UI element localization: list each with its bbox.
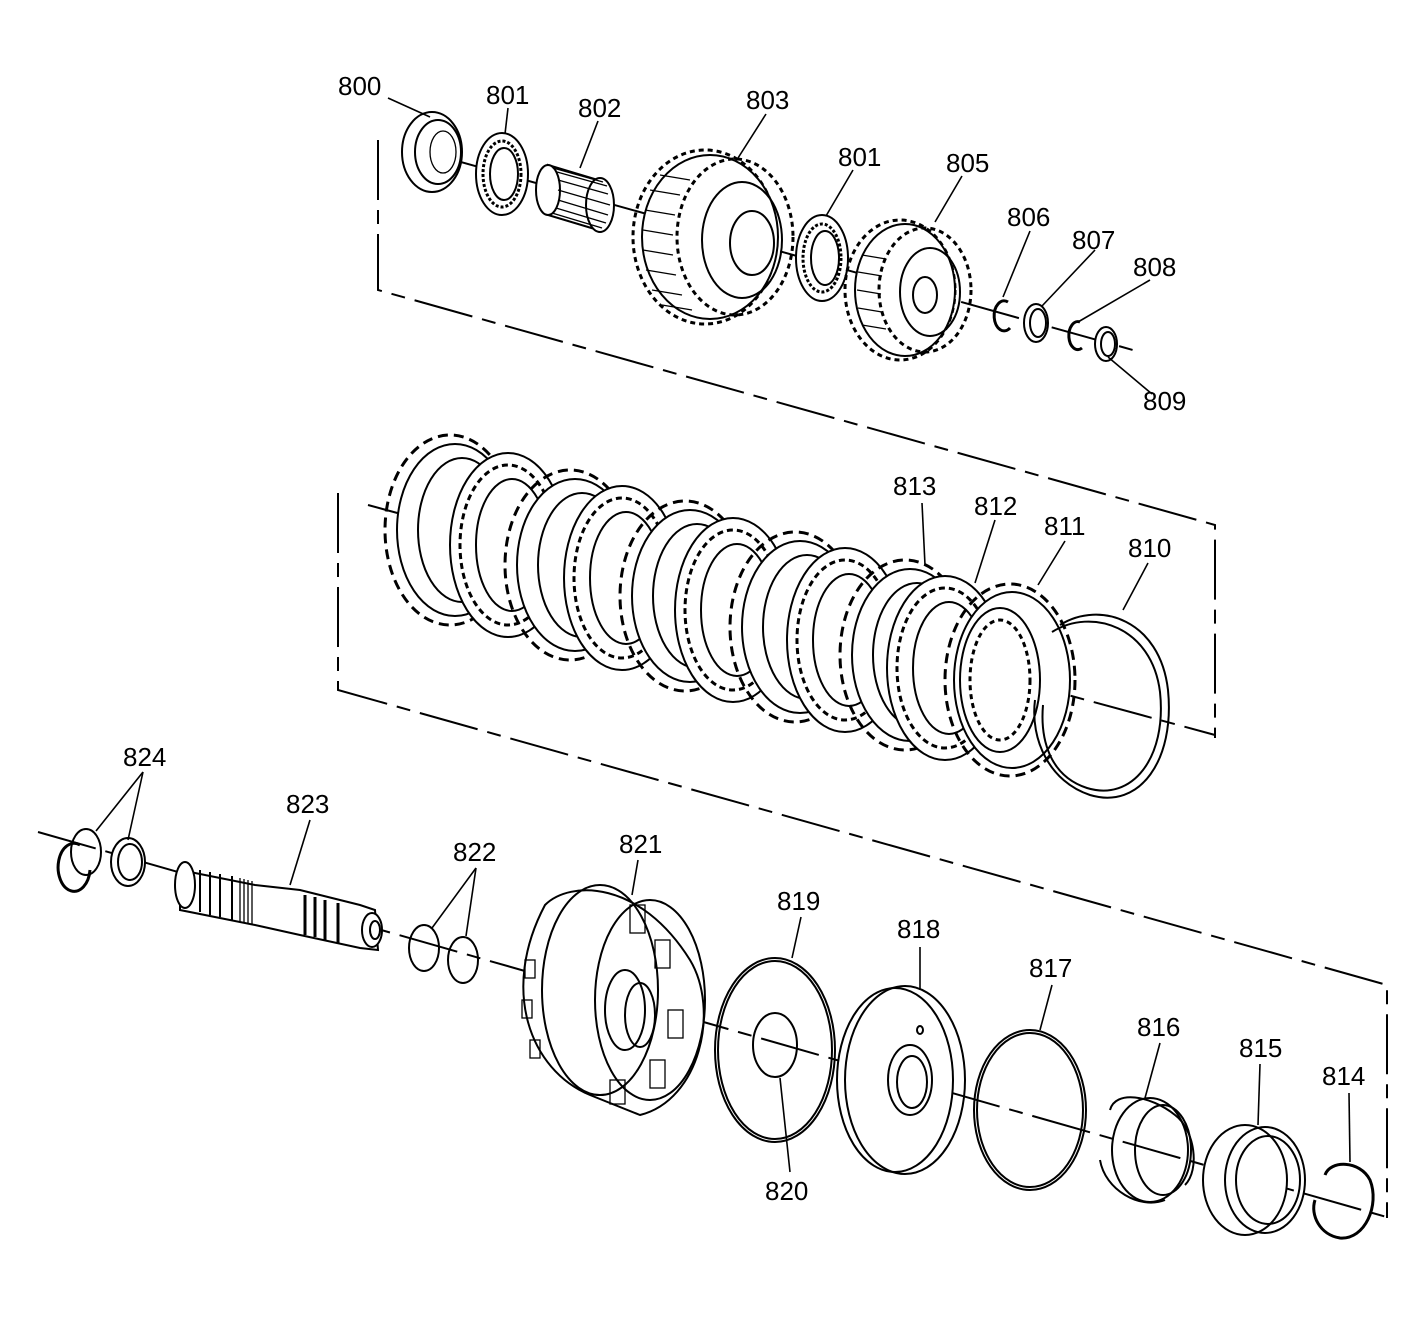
callout-812: 812 — [974, 491, 1017, 521]
callout-807: 807 — [1072, 225, 1115, 255]
callout-813: 813 — [893, 471, 936, 501]
part-822-washers — [408, 924, 479, 984]
callout-808: 808 — [1133, 252, 1176, 282]
part-801-thrust-washer — [475, 132, 529, 216]
callout-811: 811 — [1044, 511, 1085, 541]
part-800-seal — [401, 111, 463, 193]
part-816-spring — [1099, 1096, 1195, 1204]
leader-lines — [95, 97, 1351, 1173]
callout-802: 802 — [578, 93, 621, 123]
callout-822: 822 — [453, 837, 496, 867]
callout-801: 801 — [486, 80, 529, 110]
part-801-thrust-washer-2 — [795, 214, 849, 302]
callout-803: 803 — [746, 85, 789, 115]
callout-801-second: 801 — [838, 142, 881, 172]
callout-820: 820 — [765, 1176, 808, 1206]
part-805-helical-gear — [843, 218, 973, 362]
callout-824: 824 — [123, 742, 166, 772]
part-821-clutch-housing — [521, 884, 706, 1117]
callout-815: 815 — [1239, 1033, 1282, 1063]
part-802-needle-bearing — [535, 163, 615, 233]
part-818-piston — [836, 985, 966, 1175]
callout-800: 800 — [338, 71, 381, 101]
part-820-seal — [752, 1012, 798, 1078]
part-814-snap-ring — [1312, 1162, 1375, 1240]
part-819-disk — [714, 957, 836, 1143]
callout-810: 810 — [1128, 533, 1171, 563]
part-811-backing-plate — [943, 582, 1077, 778]
part-807-ring — [1023, 303, 1049, 343]
callout-809: 809 — [1143, 386, 1186, 416]
callout-818: 818 — [897, 914, 940, 944]
part-817-ring — [973, 1029, 1087, 1191]
part-803-helical-gear — [631, 148, 795, 326]
callout-labels: 800 801 802 803 801 805 806 807 808 809 … — [123, 71, 1365, 1206]
callout-806: 806 — [1007, 202, 1050, 232]
callout-819: 819 — [777, 886, 820, 916]
clutch-pack — [383, 433, 1170, 799]
callout-814: 814 — [1322, 1061, 1365, 1091]
frame-lines — [337, 140, 1388, 1218]
part-809-ring — [1094, 326, 1118, 362]
callout-805: 805 — [946, 148, 989, 178]
part-806-snap-ring — [992, 299, 1012, 333]
part-808-snap-ring — [1067, 320, 1083, 352]
callout-823: 823 — [286, 789, 329, 819]
callout-816: 816 — [1137, 1012, 1180, 1042]
callout-817: 817 — [1029, 953, 1072, 983]
part-810-snap-ring — [1033, 613, 1170, 799]
part-815-retainer — [1202, 1124, 1306, 1236]
part-824-seal-rings — [56, 828, 146, 893]
callout-821: 821 — [619, 829, 662, 859]
part-823-input-shaft — [174, 861, 383, 952]
